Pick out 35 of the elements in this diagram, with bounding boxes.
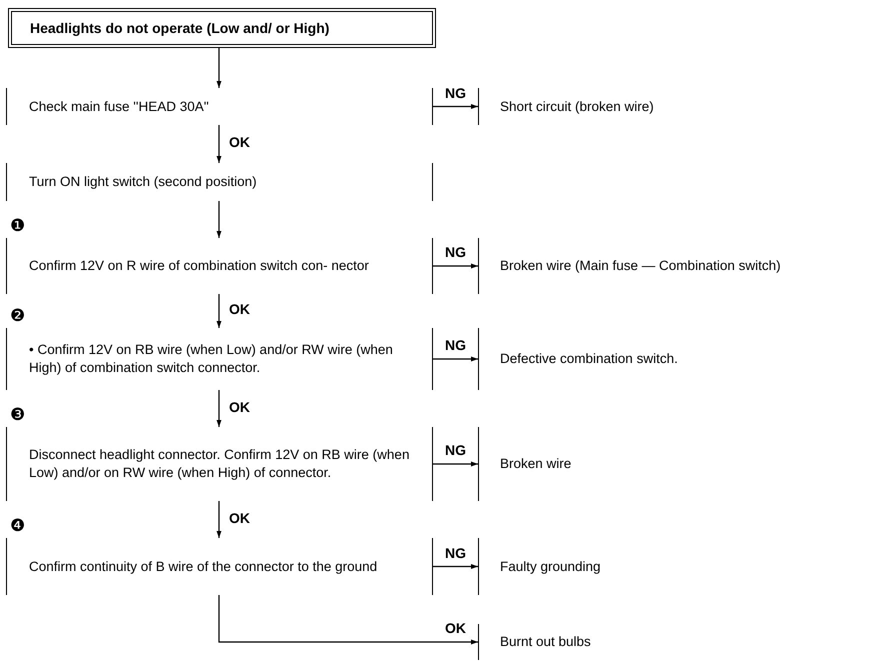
check-step: Disconnect headlight connector. Confirm 12V on RB wire (when Low) and/or on RW wire (when High) of connector.: [6, 427, 433, 501]
arrow: [216, 390, 222, 427]
title-box: Headlights do not operate (Low and/ or High): [8, 8, 436, 48]
check-step: Confirm 12V on R wire of combination switch con- nector: [6, 238, 433, 294]
result-box: Broken wire (Main fuse — Combination switch): [478, 238, 878, 294]
result-box: Defective combination switch.: [478, 328, 878, 390]
arrow: [433, 564, 478, 569]
arrow: [433, 356, 478, 362]
arrow: [216, 125, 222, 163]
edge-label: OK: [444, 620, 467, 636]
check-step: Turn ON light switch (second position): [6, 163, 433, 201]
callout-number: ❶: [10, 217, 25, 235]
arrow: [433, 462, 478, 466]
arrow: [433, 264, 478, 268]
check-step: Check main fuse ''HEAD 30A'': [6, 88, 433, 125]
edge-label: OK: [228, 301, 251, 317]
arrow: [216, 201, 222, 238]
check-step: • Confirm 12V on RB wire (when Low) and/or RW wire (when High) of combination switch connector.: [6, 328, 433, 390]
result-box: Burnt out bulbs: [478, 624, 878, 660]
arrow: [216, 48, 222, 88]
callout-number: ❸: [10, 406, 25, 424]
check-step: Confirm continuity of B wire of the connector to the ground: [6, 538, 433, 595]
callout-number: ❹: [10, 517, 25, 535]
result-box: Broken wire: [478, 427, 878, 501]
edge-label: NG: [444, 442, 467, 458]
arrow: [218, 595, 478, 644]
arrow: [216, 294, 222, 328]
edge-label: OK: [228, 134, 251, 150]
result-box: Short circuit (broken wire): [478, 88, 878, 125]
callout-number: ❷: [10, 307, 25, 325]
arrow: [433, 104, 478, 109]
arrow: [216, 501, 222, 538]
edge-label: NG: [444, 244, 467, 260]
edge-label: NG: [444, 337, 467, 353]
result-box: Faulty grounding: [478, 538, 878, 595]
